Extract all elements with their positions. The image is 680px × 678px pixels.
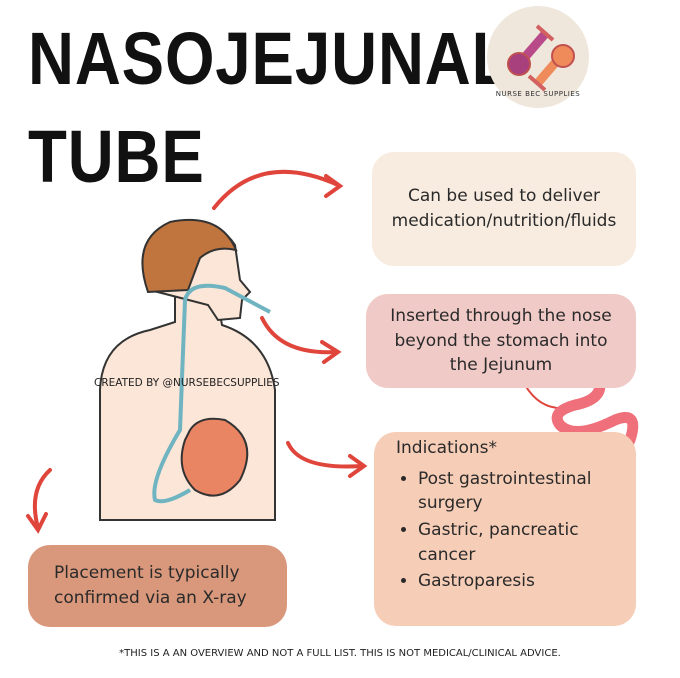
torso — [99, 284, 276, 521]
title-line-2: TUBE — [28, 115, 205, 198]
placement-text: Placement is typically confirmed via an … — [54, 563, 247, 608]
use-box: Can be used to deliver medication/nutrit… — [372, 152, 636, 266]
indication-item: Gastric, pancreatic cancer — [418, 518, 636, 567]
stomach — [180, 417, 249, 497]
tube-spools-icon — [507, 24, 575, 92]
arrow-to-placement — [32, 468, 52, 530]
indication-item: Gastroparesis — [418, 569, 636, 594]
footnote: *THIS IS A AN OVERVIEW AND NOT A FULL LI… — [119, 648, 561, 659]
arrow-to-use — [212, 169, 340, 210]
feeding-tube — [152, 283, 271, 504]
arrow-to-indications — [286, 441, 364, 469]
indications-box: Indications* Post gastrointestinal surge… — [374, 432, 636, 626]
use-text: Can be used to deliver medication/nutrit… — [391, 186, 617, 231]
indications-heading: Indications* — [396, 438, 497, 458]
arrow-to-insert — [260, 316, 338, 355]
arrow-to-intestine — [524, 384, 566, 410]
arrows — [26, 169, 566, 534]
placement-box: Placement is typically confirmed via an … — [28, 545, 287, 627]
insert-box: Inserted through the nose beyond the sto… — [366, 294, 636, 388]
credit-text: CREATED BY @NURSEBECSUPPLIES — [94, 377, 280, 389]
hair — [141, 218, 238, 294]
logo-text: NURSE BEC SUPPLIES — [495, 90, 581, 98]
indication-item: Post gastrointestinal surgery — [418, 467, 636, 516]
insert-text: Inserted through the nose beyond the sto… — [390, 306, 612, 376]
title-line-1: NASOJEJUNAL — [28, 17, 512, 100]
logo: NURSE BEC SUPPLIES — [487, 6, 589, 108]
